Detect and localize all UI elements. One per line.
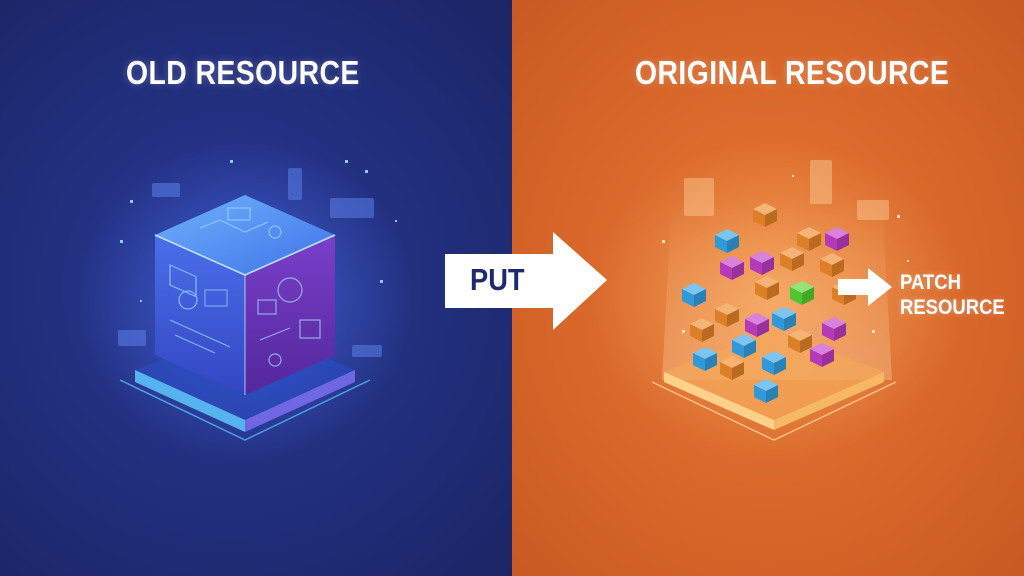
data-cube-icon (75, 140, 415, 460)
patch-label-line2: RESOURCE (900, 296, 1005, 319)
patch-resource-label: PATCH RESOURCE (900, 270, 1005, 320)
put-arrow-icon (445, 232, 607, 330)
block-cluster-icon (587, 140, 967, 460)
original-resource-title: ORIGINAL RESOURCE (635, 54, 950, 91)
old-resource-panel: OLD RESOURCE (0, 0, 512, 576)
patch-arrow-icon (838, 268, 892, 306)
old-resource-title: OLD RESOURCE (126, 54, 360, 91)
patch-label-line1: PATCH (900, 271, 961, 294)
put-label: PUT (470, 262, 525, 297)
